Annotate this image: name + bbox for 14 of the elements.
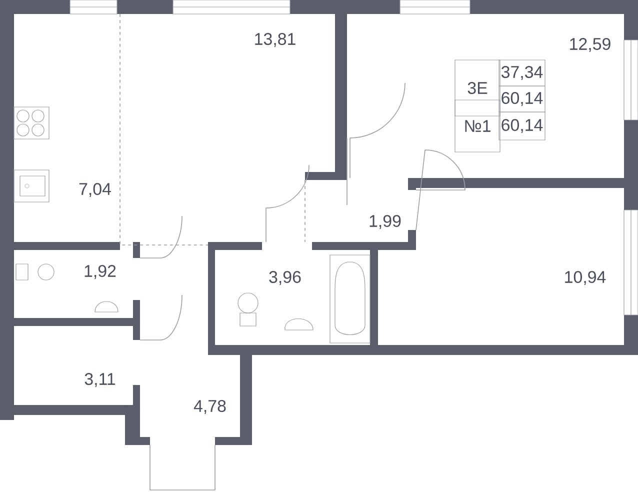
area-label: 7,04	[79, 183, 111, 197]
table-cell: №1	[454, 100, 500, 152]
area-label: 1,92	[84, 265, 116, 279]
area-label: 10,94	[565, 271, 606, 285]
table-cell: 37,34	[498, 60, 546, 86]
area-label: 3,96	[269, 271, 301, 285]
area-label: 1,99	[370, 215, 401, 229]
area-label: 3,11	[84, 373, 116, 387]
table-cell: 60,14	[498, 112, 546, 140]
area-label: 12,59	[570, 38, 610, 52]
table-cell: 60,14	[498, 86, 546, 112]
area-label: 13,81	[255, 33, 296, 47]
table-cell: 3E	[454, 60, 500, 116]
area-label: 4,78	[194, 400, 226, 414]
